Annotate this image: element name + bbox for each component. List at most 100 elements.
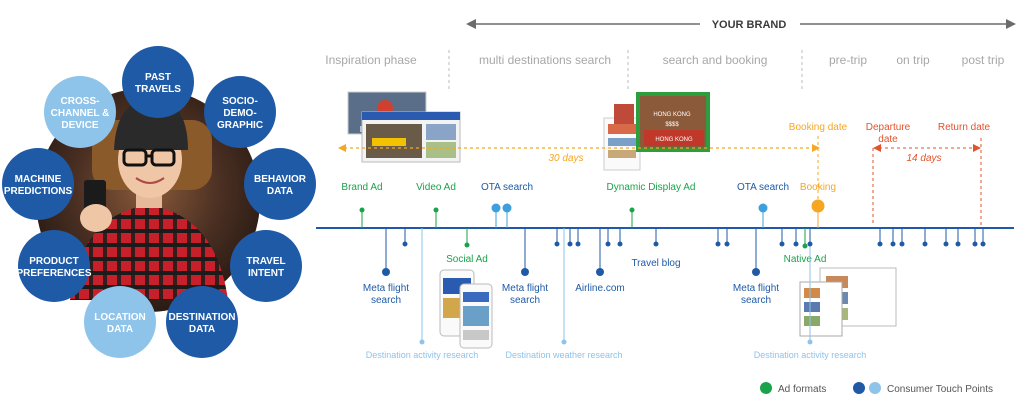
social-ad: Social Ad: [446, 228, 488, 265]
ota-search-2-label: OTA search: [737, 182, 789, 193]
tick-dot: [890, 241, 896, 247]
travel-blog-dot: [653, 241, 659, 247]
tick-dot: [779, 241, 785, 247]
thirty-days-span: 30 days: [338, 144, 820, 164]
tick-dot: [955, 241, 961, 247]
tick-dot: [922, 241, 928, 247]
return-date-label: Return date: [938, 122, 991, 133]
travel-blog-label: Travel blog: [631, 258, 680, 269]
brand-ad-dot: [359, 207, 365, 213]
dest-activity-research-1-label: Destination activity research: [366, 350, 479, 360]
airline-dot: [596, 268, 604, 276]
dest-weather-research: Destination weather research: [505, 228, 623, 360]
dest-activity-research-1-dot: [419, 339, 425, 345]
phase-labels: Inspiration phase multi destinations sea…: [325, 53, 1004, 67]
tick-dot: [575, 241, 581, 247]
thumb-hong-kong-2: HONG KONG: [655, 137, 693, 143]
departure-date-label: Departure date: [866, 122, 911, 145]
circle-bg: [230, 230, 302, 302]
ota-search-1-dot: [502, 203, 512, 213]
social-ad-dot: [464, 242, 470, 248]
ota-search-1: OTA search: [481, 182, 533, 228]
booking-label: Booking: [800, 182, 836, 193]
legend-ad-formats: Ad formats: [778, 384, 826, 395]
video-ad: Video Ad: [416, 182, 456, 228]
airline-label: Airline.com: [575, 283, 624, 294]
dest-activity-research-2-dot: [807, 339, 813, 345]
tick-dot: [899, 241, 905, 247]
social-ad-thumbnail: [439, 269, 493, 349]
legend-green-dot: [760, 382, 772, 394]
brand-label: YOUR BRAND: [712, 19, 787, 31]
tick-dot: [877, 241, 883, 247]
circle-bg: [84, 286, 156, 358]
phase-inspiration: Inspiration phase: [325, 53, 417, 67]
thumb-price: $$$$: [665, 122, 679, 128]
dynamic-display-ad-label: Dynamic Display Ad: [607, 182, 696, 193]
legend-light-blue-dot: [869, 382, 881, 394]
booking: Booking: [800, 182, 836, 228]
tick-dot: [980, 241, 986, 247]
dest-activity-research-1: Destination activity research: [366, 228, 479, 360]
native-ad-dot: [802, 243, 808, 249]
travel-blog: Travel blog: [631, 228, 681, 269]
departure-date-line-1: Departure: [866, 122, 911, 133]
native-ad-label: Native Ad: [784, 254, 827, 265]
ota-search-2-dot: [758, 203, 768, 213]
thumb-hong-kong-1: HONG KONG: [653, 112, 691, 118]
phase-search-booking: search and booking: [663, 53, 768, 67]
ota-search-2: OTA search: [737, 182, 789, 228]
circle-bg: [244, 148, 316, 220]
tick-dot: [724, 241, 730, 247]
tick-dot: [617, 241, 623, 247]
social-ad-label: Social Ad: [446, 254, 488, 265]
tick-dot: [793, 241, 799, 247]
dest-weather-research-dot: [561, 339, 567, 345]
phase-multi-destinations: multi destinations search: [479, 53, 611, 67]
fourteen-days-span: 14 days: [872, 138, 982, 226]
brand-arrow: YOUR BRAND: [466, 19, 1016, 31]
legend-dark-blue-dot: [853, 382, 865, 394]
ota-search-1-dot-2: [491, 203, 501, 213]
meta-flight-1-dot: [382, 268, 390, 276]
tick-dot: [567, 241, 573, 247]
circle-bg: [204, 76, 276, 148]
tick-dot: [715, 241, 721, 247]
phase-post-trip: post trip: [962, 53, 1005, 67]
brand-ad-label: Brand Ad: [341, 182, 382, 193]
dynamic-display-ad-thumbnail: HONG KONG $$$$ HONG KONG: [603, 92, 710, 171]
booking-dot: [811, 199, 825, 213]
tick-dot: [402, 241, 408, 247]
phase-on-trip: on trip: [896, 53, 930, 67]
dest-weather-research-label: Destination weather research: [505, 350, 622, 360]
tick-dot: [605, 241, 611, 247]
phase-pre-trip: pre-trip: [829, 53, 867, 67]
dynamic-display-ad: Dynamic Display Ad: [607, 182, 696, 228]
circle-label: SOCIO-DEMO-GRAPHIC: [217, 96, 263, 131]
ota-search-1-label: OTA search: [481, 182, 533, 193]
airline: Airline.com: [575, 228, 625, 294]
circle-bg: [18, 230, 90, 302]
circle-bg: [44, 76, 116, 148]
circle-bg: [2, 148, 74, 220]
native-ad: Native Ad: [784, 228, 827, 265]
native-ad-thumbnail: [799, 267, 897, 337]
booking-date-label: Booking date: [789, 122, 848, 133]
